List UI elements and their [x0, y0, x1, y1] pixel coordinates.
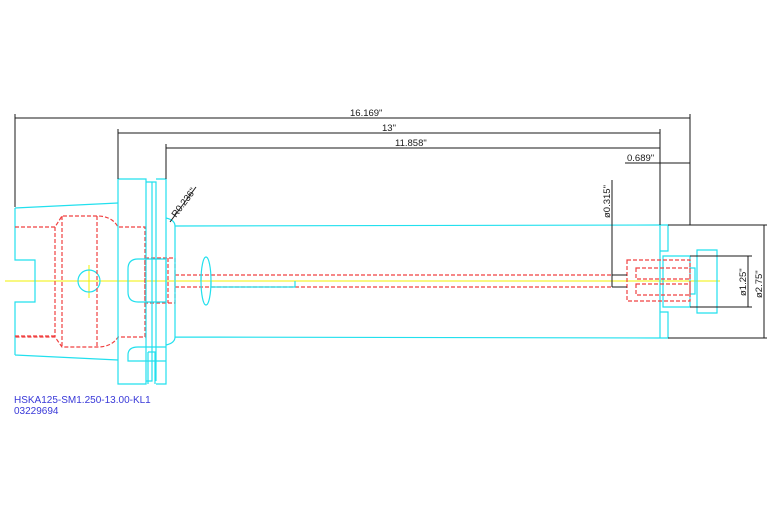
dimension-body-length: 11.858" [165, 138, 660, 179]
part-number-label: HSKA125-SM1.250-13.00-KL1 [14, 395, 151, 406]
dim-text-125: ø1.25" [738, 268, 749, 296]
hsk-taper-shank [14, 202, 119, 361]
dimension-coolant-bore: ø0.315" [602, 180, 627, 288]
flange [117, 178, 167, 385]
dimension-fillet-radius: R0.236" [169, 186, 199, 223]
dimension-end-length: 0.689" [625, 153, 690, 164]
dim-text-13: 13" [382, 123, 396, 134]
item-number-label: 03229694 [14, 406, 59, 417]
dim-text-11858: 11.858" [395, 138, 427, 149]
tool-body [165, 217, 661, 346]
dimension-shank-diameter: ø1.25" [690, 255, 752, 308]
dim-text-r0236: R0.236" [170, 186, 199, 220]
tool-end [626, 224, 718, 339]
dim-text-275: ø2.75" [754, 270, 765, 298]
dim-text-0315: ø0.315" [602, 185, 613, 218]
dim-text-16169: 16.169" [350, 108, 382, 119]
dim-text-0689: 0.689" [627, 153, 654, 164]
dimension-body-diameter: ø2.75" [668, 224, 767, 339]
dimension-overall-length: 16.169" [14, 108, 691, 225]
dimension-gauge-length: 13" [117, 123, 661, 225]
